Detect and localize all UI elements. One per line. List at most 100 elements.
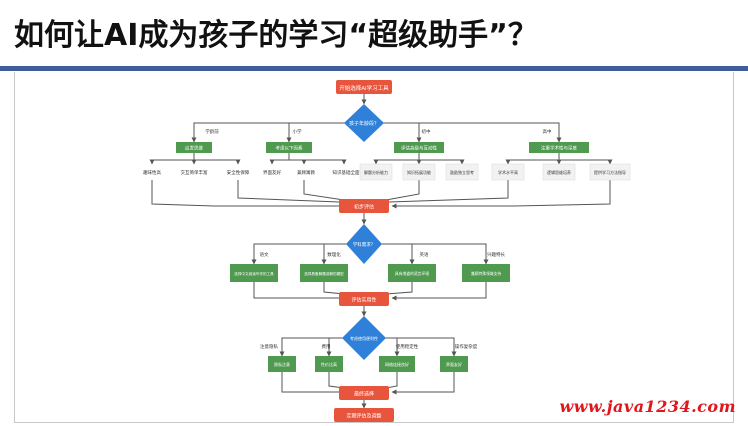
svg-text:知识拓展功能: 知识拓展功能	[407, 169, 431, 175]
practical-eval-label: 评估实用性	[351, 297, 376, 304]
start-node: 开始选择AI学习工具	[336, 80, 392, 94]
connector	[289, 159, 347, 165]
svg-text:提供学习方法指导: 提供学习方法指导	[594, 169, 626, 175]
connector	[251, 243, 346, 265]
svg-text:逻辑思维培养: 逻辑思维培养	[547, 169, 571, 175]
connector	[391, 372, 455, 395]
slide-title: 如何让AI成为孩子的学习“超级助手”？	[14, 18, 538, 53]
age-node-middle: 评估高级与互动性	[394, 142, 444, 153]
connector	[559, 159, 613, 165]
decision-convenience: 考虑使用便利性	[342, 316, 386, 360]
leaf-box: 鼓励独立思考	[445, 163, 479, 181]
branch-label-cost: 费用	[322, 343, 331, 350]
leaf-item: 兼顾寓教	[297, 169, 315, 176]
age-node-primary: 考虑以下因素	[266, 142, 312, 153]
final-choice-label: 最终选择	[354, 391, 374, 398]
svg-text:兼顾特殊领域支持: 兼顾特殊领域支持	[471, 271, 502, 276]
connector	[194, 159, 241, 165]
branch-label-math: 数理化	[327, 251, 341, 258]
subject-node: 兼顾特殊领域支持	[462, 264, 510, 282]
connector	[373, 153, 420, 165]
practical-eval-node: 评估实用性	[339, 292, 389, 306]
connector	[385, 180, 420, 201]
svg-text:性价比高: 性价比高	[321, 361, 337, 367]
svg-text:界面友好: 界面友好	[446, 361, 462, 367]
connector	[289, 159, 307, 165]
start-node-label: 开始选择AI学习工具	[339, 84, 389, 92]
leaf-item: 趣味性高	[143, 169, 161, 176]
connector	[385, 282, 413, 295]
age-node-label: 考虑以下因素	[276, 145, 303, 152]
subject-node: 选择中文阅读写作的工具	[230, 264, 278, 282]
factor-node: 界面友好	[440, 356, 468, 372]
connector	[419, 159, 465, 165]
initial-eval-node: 初步评估	[339, 199, 389, 213]
connector	[385, 372, 398, 389]
svg-text:选择中文阅读写作的工具: 选择中文阅读写作的工具	[234, 271, 274, 276]
branch-label-high: 高中	[543, 128, 552, 135]
connector	[237, 180, 340, 203]
age-node-high: 注重学术性与深度	[529, 142, 589, 153]
flowchart: 开始选择AI学习工具 孩子年龄段？ 学龄前 小学 初中 高中 启发思维 考虑以下…	[143, 80, 631, 422]
connector	[328, 372, 345, 389]
leaf-item: 知识基础全面	[333, 169, 360, 176]
connector	[279, 337, 344, 357]
subject-node: 具有地道的语言环境	[388, 264, 436, 282]
connector	[382, 243, 489, 265]
leaf-box: 解题分析能力	[359, 163, 393, 181]
connector	[286, 122, 350, 143]
end-node-label: 定期评估及调整	[346, 413, 381, 420]
end-node: 定期评估及调整	[334, 408, 394, 422]
leaf-box: 知识拓展功能	[402, 163, 436, 181]
final-choice-node: 最终选择	[339, 386, 389, 400]
decision-subject-label: 学科需求？	[353, 241, 376, 248]
connector	[376, 243, 415, 265]
factor-node: 隐私注意	[268, 356, 296, 372]
connector	[321, 243, 352, 265]
branch-label-privacy: 注意隐私	[260, 343, 278, 350]
branch-label-middle: 初中	[422, 128, 431, 135]
svg-text:解题分析能力: 解题分析能力	[364, 169, 388, 175]
connector	[391, 180, 611, 209]
initial-eval-label: 初步评估	[354, 204, 374, 211]
decision-convenience-label: 考虑使用便利性	[350, 335, 378, 341]
decision-age-label: 孩子年龄段？	[349, 120, 379, 127]
leaf-item: 交互简单丰富	[181, 169, 208, 176]
decision-subject: 学科需求？	[346, 224, 382, 264]
svg-text:选择具备解题讲解的模型: 选择具备解题讲解的模型	[304, 271, 344, 276]
connector	[281, 372, 339, 393]
connector	[378, 122, 422, 143]
subject-node: 选择具备解题讲解的模型	[300, 264, 348, 282]
title-rule	[0, 66, 748, 71]
age-node-label: 启发思维	[185, 145, 203, 152]
connector	[253, 282, 339, 299]
branch-label-chinese: 语文	[260, 251, 269, 258]
watermark: www.java1234.com	[559, 397, 736, 416]
branch-label-primary: 小学	[293, 128, 302, 135]
connector	[149, 153, 195, 165]
connector	[391, 282, 487, 301]
age-node-preschool: 启发思维	[176, 142, 212, 153]
leaf-box: 提供学习方法指导	[589, 163, 631, 181]
connector	[323, 282, 345, 295]
connector	[384, 122, 562, 143]
branch-label-english: 英语	[420, 251, 429, 258]
svg-text:学术水平高: 学术水平高	[498, 169, 518, 175]
svg-text:隐私注意: 隐私注意	[274, 361, 290, 367]
decision-age: 孩子年龄段？	[344, 104, 384, 142]
factor-node: 网络连接良好	[379, 356, 415, 372]
connector	[151, 180, 339, 207]
age-node-label: 注重学术性与深度	[541, 145, 577, 152]
flowchart-stage: 开始选择AI学习工具 孩子年龄段？ 学龄前 小学 初中 高中 启发思维 考虑以下…	[14, 72, 732, 422]
connectors	[149, 94, 613, 409]
branch-label-stability: 使用稳定性	[396, 343, 419, 350]
leaf-box: 学术水平高	[491, 163, 525, 181]
connector	[505, 153, 560, 165]
leaf-box: 逻辑思维培养	[542, 163, 576, 181]
age-node-label: 评估高级与互动性	[401, 145, 437, 152]
connector	[388, 180, 509, 203]
factor-node: 性价比高	[315, 356, 343, 372]
leaf-item: 安全性保障	[227, 169, 250, 176]
connector	[269, 153, 290, 165]
svg-text:网络连接良好: 网络连接良好	[385, 361, 409, 367]
